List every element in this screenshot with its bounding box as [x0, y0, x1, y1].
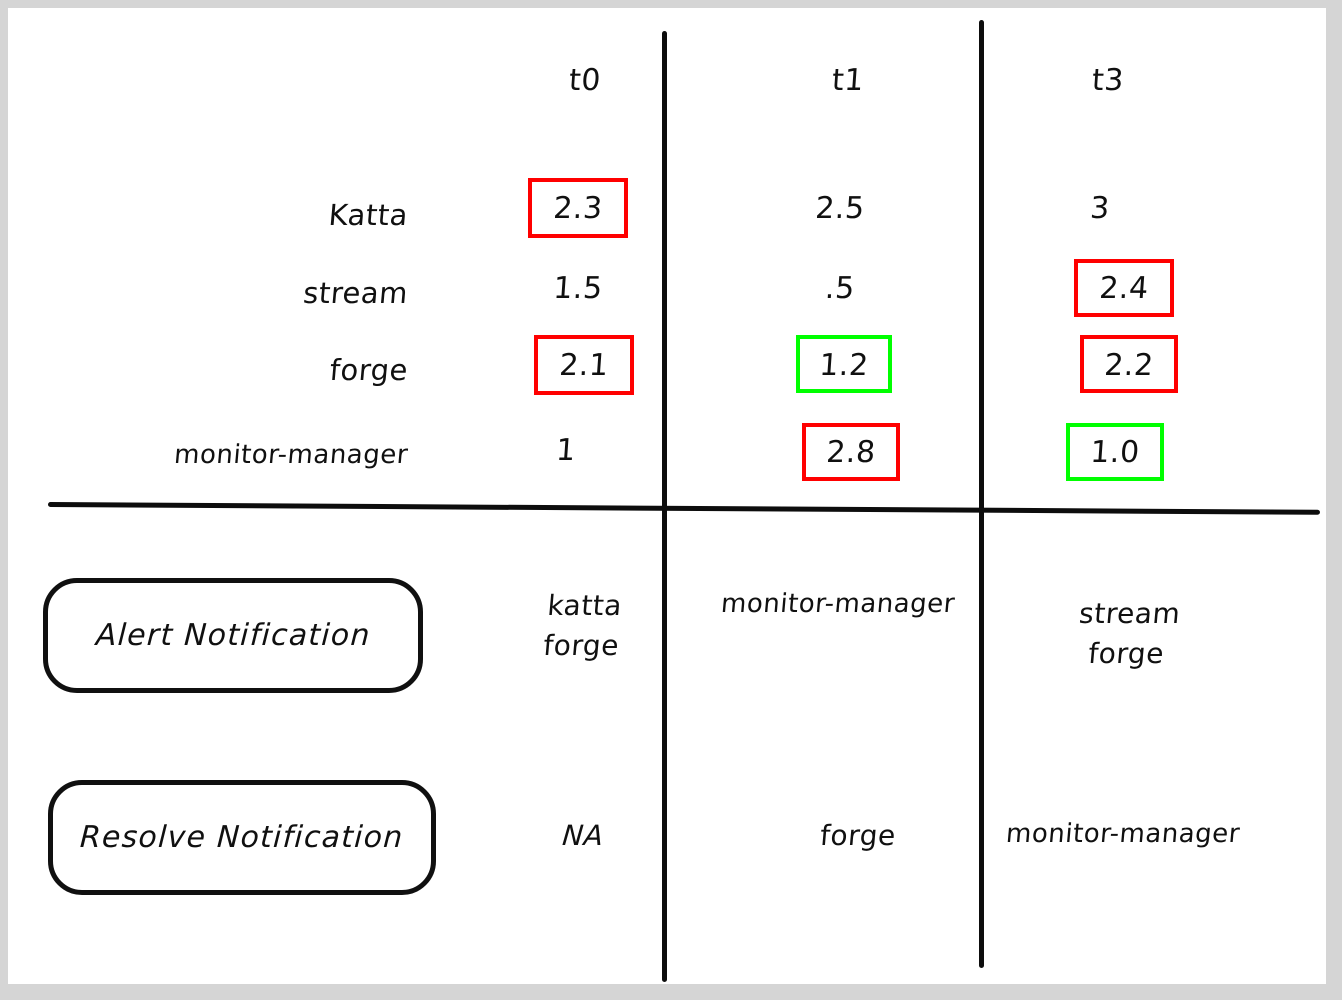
alert-notification-t0: katta forge — [542, 589, 624, 662]
row-label-katta: Katta — [327, 198, 410, 232]
cell-stream-t0: 1.5 — [552, 271, 604, 306]
cell-monitor-manager-t1: 2.8 — [825, 435, 877, 470]
resolve-notification-t0: NA — [561, 819, 606, 852]
highlight-box-monitor-manager-t1 — [802, 423, 900, 481]
cell-stream-t3: 2.4 — [1098, 271, 1150, 306]
cell-katta-t0: 2.3 — [552, 191, 604, 226]
cell-forge-t0: 2.1 — [558, 348, 610, 383]
cell-forge-t1: 1.2 — [818, 348, 870, 383]
highlight-box-katta-t0 — [528, 178, 628, 238]
resolve-notification-t1: forge — [818, 819, 898, 852]
column-header-t1: t1 — [830, 63, 866, 98]
column-header-t0: t0 — [567, 63, 603, 98]
row-label-forge: forge — [328, 353, 410, 387]
resolve-notification-t3: monitor-manager — [1004, 819, 1242, 849]
row-label-stream: stream — [301, 276, 410, 310]
highlight-box-monitor-manager-t3 — [1066, 423, 1164, 481]
highlight-box-stream-t3 — [1074, 259, 1174, 317]
alert-notification-t1: monitor-manager — [719, 589, 957, 619]
highlight-box-forge-t0 — [534, 335, 634, 395]
alert-notification-label: Alert Notification — [94, 618, 372, 653]
cell-monitor-manager-t3: 1.0 — [1089, 435, 1141, 470]
cell-forge-t3: 2.2 — [1103, 348, 1155, 383]
cell-katta-t1: 2.5 — [814, 191, 866, 226]
diagram-canvas: t0 t1 t3 Katta stream forge monitor-mana… — [8, 8, 1326, 984]
section-separator — [47, 502, 1320, 515]
cell-stream-t1: .5 — [823, 271, 857, 306]
cell-monitor-manager-t0: 1 — [554, 433, 578, 468]
highlight-box-forge-t1 — [796, 335, 892, 393]
alert-notification-t3: stream forge — [1077, 597, 1182, 670]
column-header-t3: t3 — [1090, 63, 1126, 98]
cell-katta-t3: 3 — [1088, 191, 1112, 226]
highlight-box-forge-t3 — [1080, 335, 1178, 393]
column-separator-t1-t3 — [979, 20, 984, 968]
alert-notification-pill[interactable]: Alert Notification — [43, 578, 423, 693]
resolve-notification-pill[interactable]: Resolve Notification — [48, 780, 436, 895]
resolve-notification-label: Resolve Notification — [79, 820, 405, 855]
row-label-monitor-manager: monitor-manager — [172, 440, 410, 470]
